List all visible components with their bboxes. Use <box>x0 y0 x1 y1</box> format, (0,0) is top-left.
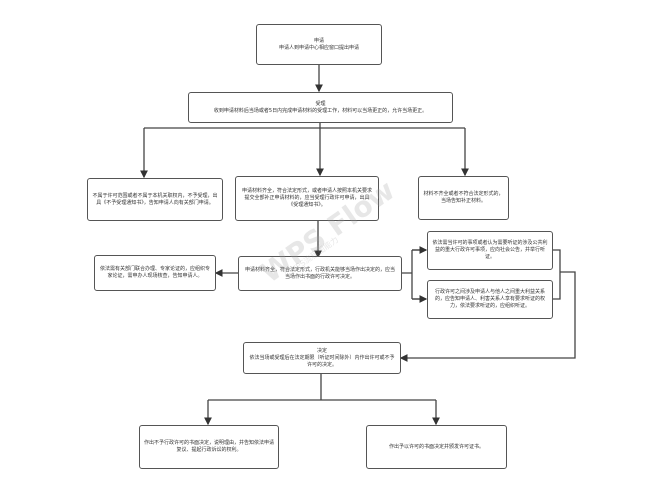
node-apply: 申请 申请人到申请中心相应窗口提出申请 <box>256 24 382 65</box>
node-title: 受理 <box>315 100 326 107</box>
node-reject-scope: 不属于许可范围或者不属于本机关职权内，不予受理，出具《不予受理通知书》，告知申请… <box>87 178 223 221</box>
node-grant: 作出予以许可的书面决定并颁发许可证书。 <box>366 425 507 469</box>
node-text: 不属于许可范围或者不属于本机关职权内，不予受理，出具《不予受理通知书》，告知申请… <box>92 192 218 206</box>
node-text: 材料不齐全或者不符合法定形式的，当场告知补正材料。 <box>423 191 504 204</box>
node-text: 申请材料齐全，符合法定形式，或者申请人按照本机关要求提交全部补正申请材料的，应当… <box>241 188 372 208</box>
node-decision: 决定 依法当场或受理后在法定期限（听证时间除外）内作出许可或不予许可的决定。 <box>243 342 401 374</box>
edge-right-decision <box>401 249 576 358</box>
node-text: 依法需当许可的事项或者认为需要听证的涉及公共利益的重大行政许可事项，应向社会公告… <box>432 240 548 260</box>
node-text: 申请材料齐全，符合法定形式，行政机关能够当场作出决定的，应当当场作出书面的行政许… <box>244 266 395 280</box>
edge-accept-branch <box>144 123 465 129</box>
node-supplement: 材料不齐全或者不符合法定形式的，当场告知补正材料。 <box>418 176 509 220</box>
edge-review-right <box>402 249 426 300</box>
node-expert: 依法需有关部门联合办理、专家论证的，应组织专家论证，需申办人现场核查，告知申请人… <box>94 255 216 291</box>
node-text: 依法当场或受理后在法定期限（听证时间除外）内作出许可或不予许可的决定。 <box>249 354 395 368</box>
node-title: 决定 <box>316 347 327 354</box>
node-text: 作出不予行政许可的书面决定，说明理由，并告知依法申请复议、提起行政诉讼的权利。 <box>144 440 275 453</box>
node-text: 行政许可之间涉及申请人与他人之间重大利益关系的，应告知申请人、利害关系人享有要求… <box>434 289 545 309</box>
node-title: 申请 <box>313 37 324 44</box>
node-text: 作出予以许可的书面决定并颁发许可证书。 <box>388 443 484 450</box>
node-text: 依法需有关部门联合办理、专家论证的，应组织专家论证，需申办人现场核查，告知申请人… <box>99 266 210 279</box>
node-complete: 申请材料齐全，符合法定形式，或者申请人按照本机关要求提交全部补正申请材料的，应当… <box>235 176 379 221</box>
node-review: 申请材料齐全，符合法定形式，行政机关能够当场作出决定的，应当当场作出书面的行政许… <box>238 256 402 291</box>
node-public: 依法需当许可的事项或者认为需要听证的涉及公共利益的重大行政许可事项，应向社会公告… <box>427 231 553 270</box>
node-deny: 作出不予行政许可的书面决定，说明理由，并告知依法申请复议、提起行政诉讼的权利。 <box>139 425 279 469</box>
node-text: 收到申请材料后当场或者5日内完成申请材料的受理工作，材料可以当场更正的，允许当场… <box>213 107 428 114</box>
node-hearing: 行政许可之间涉及申请人与他人之间重大利益关系的，应告知申请人、利害关系人享有要求… <box>427 280 553 319</box>
edge-decision-branch <box>208 373 436 401</box>
node-text: 申请人到申请中心相应窗口提出申请 <box>278 44 359 51</box>
node-accept: 受理 收到申请材料后当场或者5日内完成申请材料的受理工作，材料可以当场更正的，允… <box>188 92 453 123</box>
